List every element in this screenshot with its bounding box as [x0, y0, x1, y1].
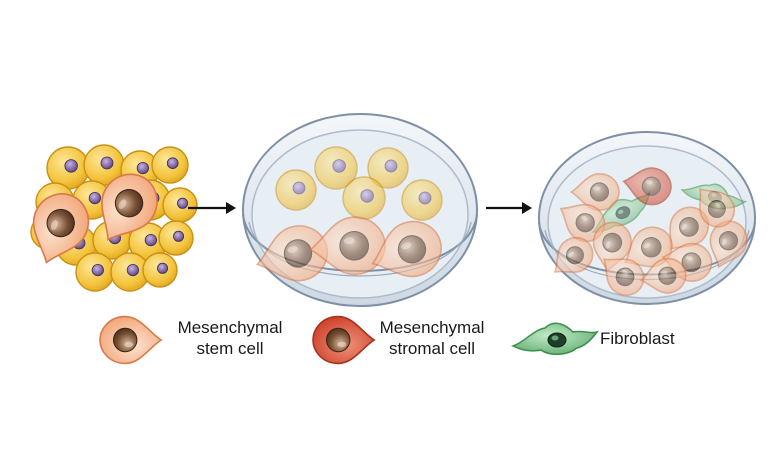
mesenchymal-stem-cell-icon: [623, 226, 673, 268]
round-cell-icon: [342, 176, 386, 220]
round-cell-icon: [367, 147, 409, 189]
round-cell-icon: [83, 144, 125, 186]
legend-stromal-line2: stromal cell: [389, 339, 475, 358]
mesenchymal-stromal-cell-icon: [312, 315, 376, 365]
round-cell-icon: [75, 252, 115, 292]
fibroblast-cell-icon: [511, 322, 600, 355]
mesenchymal-stromal-cell-icon: [312, 315, 376, 365]
mesenchymal-stem-cell-icon: [699, 187, 736, 228]
mesenchymal-stem-cell-icon: [669, 206, 710, 251]
dish-right-cells: [553, 167, 748, 296]
legend-stem-line1: Mesenchymal: [177, 318, 283, 337]
mesenchymal-stem-cell-icon: [603, 258, 645, 296]
mesenchymal-stem-cell-icon: [553, 236, 594, 273]
round-cell-icon: [314, 146, 358, 190]
round-cell-icon: [162, 187, 198, 223]
mesenchymal-stem-cell-icon: [99, 315, 163, 365]
round-cell-icon: [142, 252, 178, 288]
legend-label-fibroblast: Fibroblast: [600, 328, 720, 349]
mesenchymal-stem-cell-icon: [308, 216, 386, 276]
fibroblast-cell-icon: [511, 322, 600, 355]
legend-stem-line2: stem cell: [196, 339, 264, 358]
mesenchymal-stem-cell-icon: [559, 203, 606, 243]
mesenchymal-stem-cell-icon: [569, 173, 620, 211]
mesenchymal-stem-cell-icon: [32, 193, 90, 264]
mesenchymal-stem-cell-icon: [371, 220, 442, 278]
round-cell-icon: [151, 146, 189, 184]
round-cell-icon: [275, 169, 317, 211]
round-cell-icon: [401, 179, 443, 221]
mesenchymal-stem-cell-icon: [101, 173, 158, 241]
cell-cluster: [30, 144, 198, 292]
arrow-right-icon: [188, 202, 236, 214]
dish-middle-cells: [255, 146, 443, 282]
mesenchymal-stem-cell-icon: [639, 257, 687, 294]
arrow-right-icon: [486, 202, 532, 214]
mesenchymal-stem-cell-icon: [709, 220, 748, 269]
mesenchymal-stem-cell-icon: [255, 225, 328, 282]
legend-label-stem-cell: Mesenchymal stem cell: [160, 317, 300, 359]
legend-fibroblast-line1: Fibroblast: [600, 329, 675, 348]
legend-stromal-line1: Mesenchymal: [379, 318, 485, 337]
mesenchymal-stem-cell-icon: [99, 315, 163, 365]
mesenchymal-stromal-cell-icon: [622, 167, 672, 206]
legend-label-stromal-cell: Mesenchymal stromal cell: [362, 317, 502, 359]
round-cell-icon: [158, 220, 194, 256]
